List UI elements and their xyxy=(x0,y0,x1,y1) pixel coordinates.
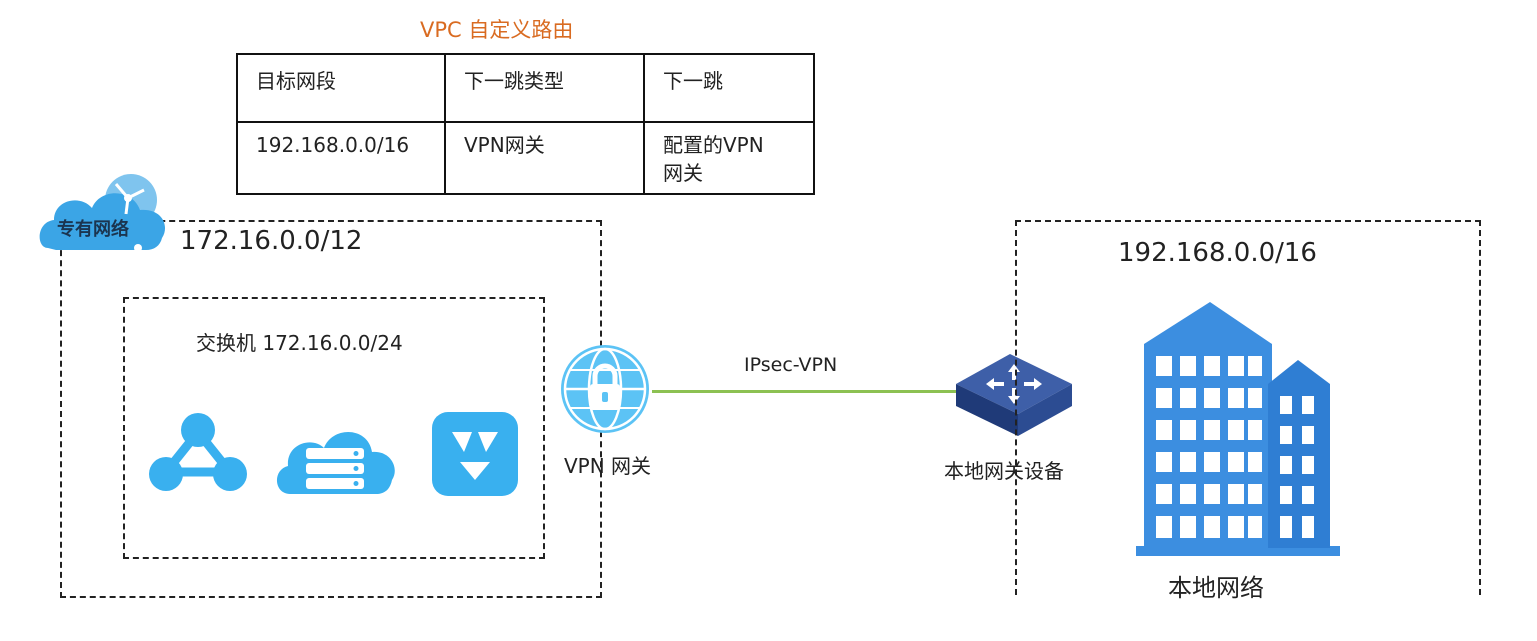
header-next-hop: 下一跳 xyxy=(643,53,815,123)
vpn-gateway-lock-icon[interactable] xyxy=(556,340,654,438)
vpc-cloud-icon xyxy=(39,174,166,252)
network-node-icon xyxy=(149,413,247,491)
vswitch-region xyxy=(123,297,545,559)
cell-next-hop: 配置的VPN 网关 xyxy=(643,121,815,195)
header-next-hop-type: 下一跳类型 xyxy=(444,53,645,123)
header-destination: 目标网段 xyxy=(236,53,446,123)
vswitch-label: 交换机 172.16.0.0/24 xyxy=(196,331,403,355)
cloud-server-icon xyxy=(276,431,395,494)
cell-next-hop-type: VPN网关 xyxy=(444,121,645,195)
route-table-header-row: 目标网段 下一跳类型 下一跳 xyxy=(236,53,815,123)
vpc-badge-label: 专有网络 xyxy=(57,219,129,240)
local-cidr: 192.168.0.0/16 xyxy=(1118,238,1317,268)
local-gateway-device-label: 本地网关设备 xyxy=(944,459,1064,483)
route-table-title: VPC 自定义路由 xyxy=(420,18,574,42)
local-gateway-device-icon[interactable] xyxy=(950,340,1078,440)
ipsec-vpn-label: IPsec-VPN xyxy=(744,354,838,376)
office-building-icon xyxy=(1136,302,1340,556)
route-table: 目标网段 下一跳类型 下一跳 192.168.0.0/16 VPN网关 配置的V… xyxy=(236,53,815,195)
vpc-cidr: 172.16.0.0/12 xyxy=(180,226,363,256)
table-row: 192.168.0.0/16 VPN网关 配置的VPN 网关 xyxy=(236,121,815,195)
vpn-gateway-label: VPN 网关 xyxy=(564,454,652,478)
ipsec-vpn-link xyxy=(652,390,956,393)
shield-app-icon xyxy=(432,412,518,496)
local-network-label: 本地网络 xyxy=(1168,574,1264,602)
local-network-region xyxy=(1015,220,1481,595)
cell-destination: 192.168.0.0/16 xyxy=(236,121,446,195)
